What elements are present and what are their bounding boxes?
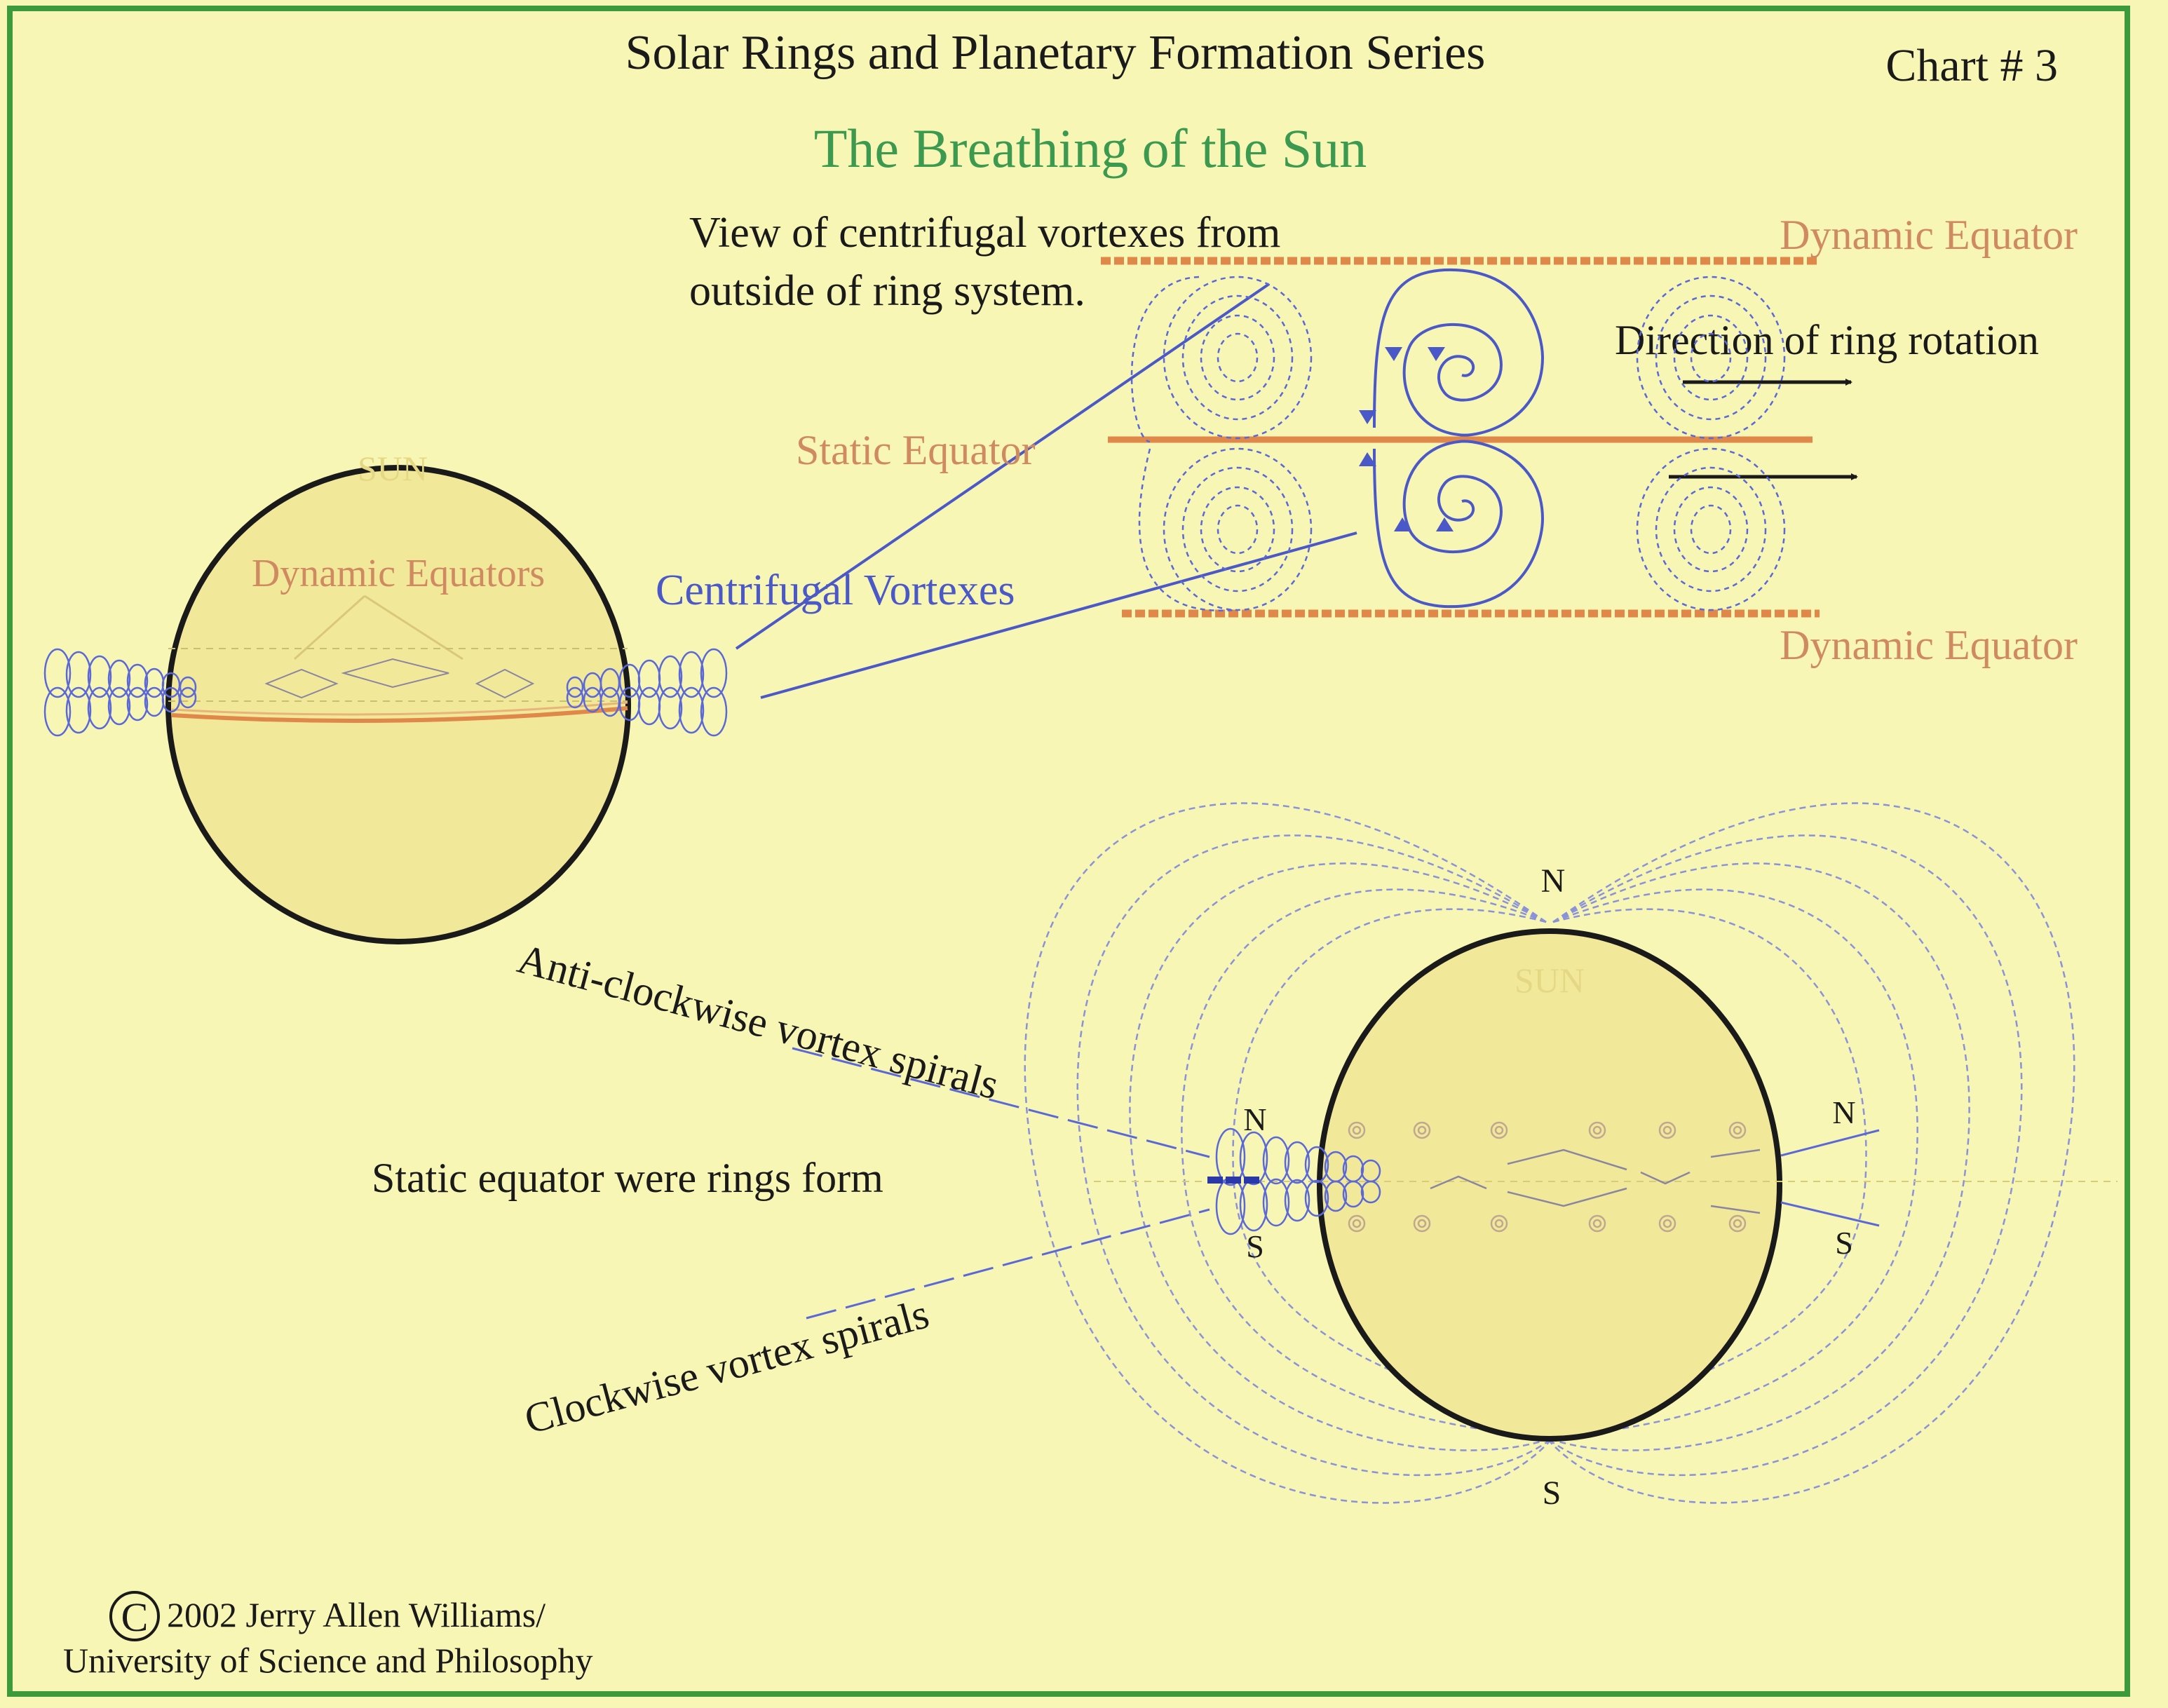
ring-view-caption-line2: outside of ring system.	[689, 267, 1085, 315]
copyright-line2: University of Science and Philosophy	[63, 1641, 592, 1680]
direction-of-ring-rotation-label: Direction of ring rotation	[1615, 317, 2039, 363]
left-sun-left-vortex-coils	[43, 648, 197, 737]
right-sun-internal-rings	[1430, 1148, 1761, 1214]
right-sun-body	[1317, 928, 1782, 1442]
copyright-block: C 2002 Jerry Allen Williams/ University …	[63, 1591, 592, 1680]
right-sun-group: SUN N S	[1024, 802, 2118, 1512]
right-sun-side-lines	[1780, 1129, 1880, 1227]
ring-view-group: View of centrifugal vortexes from outsid…	[656, 209, 2078, 668]
right-sun-right-south-label: S	[1835, 1225, 1853, 1261]
left-sun-label: SUN	[358, 449, 428, 488]
ring-view-pointer-lines	[735, 283, 1357, 699]
chart-number: Chart # 3	[1885, 40, 2058, 91]
left-equator-band	[168, 648, 628, 723]
right-sun-right-north-label: N	[1832, 1094, 1855, 1130]
centrifugal-vortexes-label: Centrifugal Vortexes	[656, 567, 1015, 614]
clockwise-pointer-line	[806, 1208, 1210, 1320]
copyright-symbol-letter: C	[121, 1594, 149, 1640]
left-dynamic-equators-label: Dynamic Equators	[252, 552, 545, 595]
right-sun-label: SUN	[1515, 961, 1585, 1000]
right-sun-left-north-label: N	[1243, 1102, 1266, 1137]
copyright-line1: 2002 Jerry Allen Williams/	[167, 1595, 546, 1634]
ring-view-caption-line1: View of centrifugal vortexes from	[689, 209, 1280, 257]
ring-view-right-dashed-vortexes	[1636, 276, 1786, 611]
left-sun-group: SUN Dynamic Equators	[43, 449, 728, 944]
copyright-symbol-circle	[109, 1591, 160, 1641]
right-sun-south-pole-label: S	[1543, 1475, 1561, 1512]
dynamic-equator-top-label: Dynamic Equator	[1780, 212, 2078, 258]
right-sun-north-pole-label: N	[1541, 862, 1566, 900]
chart-subtitle: The Breathing of the Sun	[814, 118, 1367, 179]
right-sun-left-south-label: S	[1246, 1228, 1264, 1264]
static-equator-rings-label: Static equator were rings form	[372, 1155, 883, 1201]
right-sun-internal-spirals	[1348, 1121, 1747, 1233]
left-sun-body	[165, 465, 631, 944]
chart-border	[7, 6, 2130, 1697]
ring-view-direction-triangles	[1359, 347, 1454, 531]
dynamic-equator-bottom-label: Dynamic Equator	[1780, 622, 2078, 668]
chart-title: Solar Rings and Planetary Formation Seri…	[625, 26, 1486, 80]
anti-clockwise-pointer-line	[792, 1047, 1210, 1158]
static-equator-label: Static Equator	[796, 427, 1036, 473]
ring-view-center-solid-vortexes	[1373, 268, 1545, 609]
ring-view-left-dashed-vortexes	[1130, 276, 1313, 612]
left-sun-right-vortex-coils	[566, 648, 728, 737]
